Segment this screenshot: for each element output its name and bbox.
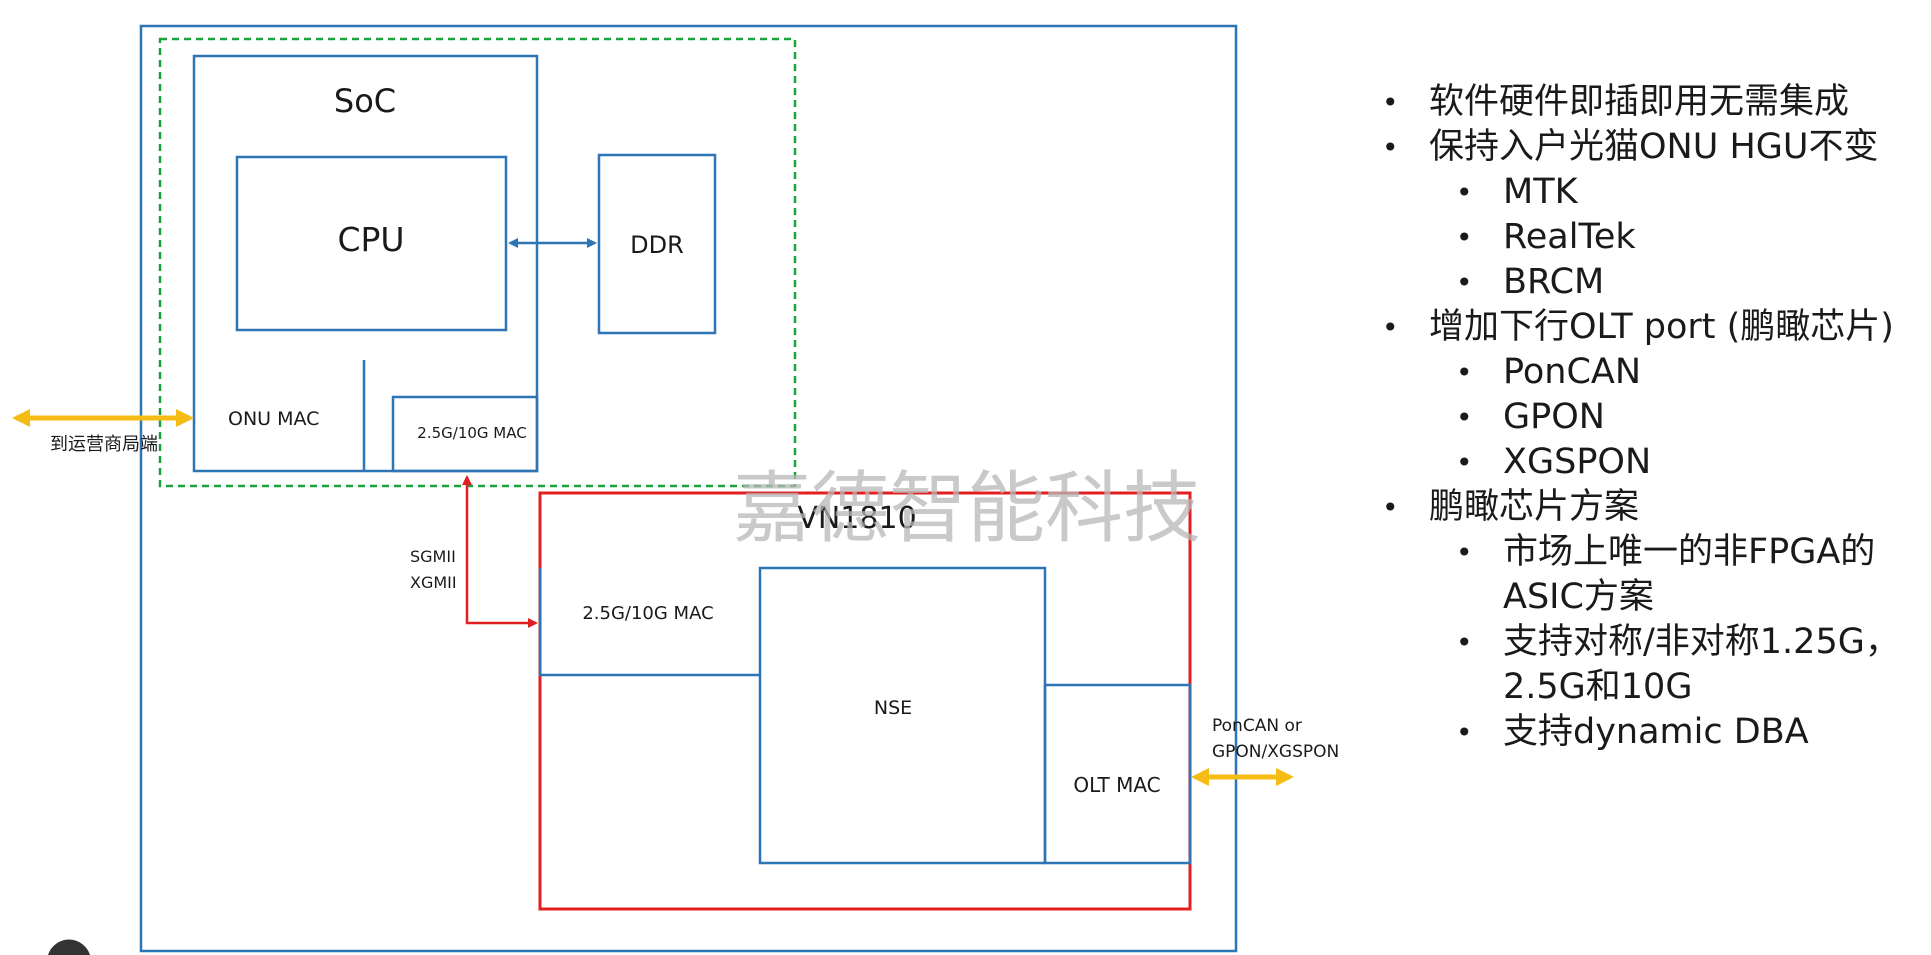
ddr-box (597, 153, 717, 335)
olt-mac-label: OLT MAC (1073, 773, 1160, 797)
bullet-subitem: GPON (1380, 395, 1920, 440)
soc-mac-label: 2.5G/10G MAC (417, 424, 526, 442)
vn1810-title: VN1810 (797, 501, 916, 536)
bullet-subitem: 市场上唯一的非FPGA的ASIC方案 (1380, 530, 1920, 620)
sgmii-xgmii-arrow (462, 475, 538, 628)
bullet-item: 增加下行OLT port (鹏瞰芯片) (1380, 305, 1920, 350)
soc-dashed-boundary (158, 37, 797, 488)
ddr-label: DDR (630, 231, 684, 259)
architecture-diagram: SoC CPU DDR ONU MAC 2.5G/10G MAC 到运营商局端 … (12, 24, 1339, 955)
bullet-item: 鹏瞰芯片方案 (1380, 485, 1920, 530)
cpu-box (235, 155, 508, 332)
bullet-subitem: MTK (1380, 170, 1920, 215)
feature-bullet-list: 软件硬件即插即用无需集成 保持入户光猫ONU HGU不变 MTK RealTek… (1380, 80, 1920, 755)
chip-mac-region (538, 568, 760, 677)
bullet-item: 保持入户光猫ONU HGU不变 (1380, 125, 1920, 170)
left-arrow-label: 到运营商局端 (50, 434, 158, 455)
bullet-subitem: 支持对称/非对称1.25G，2.5G和10G (1380, 620, 1920, 710)
logo-fragment-icon (48, 939, 90, 955)
sgmii-label: SGMII (410, 547, 456, 566)
watermark: 嘉德智能科技 (733, 464, 1201, 554)
xgmii-label: XGMII (410, 573, 457, 592)
bullet-subitem: RealTek (1380, 215, 1920, 260)
olt-mac-box (1043, 683, 1192, 865)
outer-frame (139, 24, 1238, 953)
soc-title: SoC (334, 82, 396, 120)
right-arrow-label-2: GPON/XGSPON (1212, 742, 1339, 762)
bullet-subitem: 支持dynamic DBA (1380, 710, 1920, 755)
vn1810-chip-box (538, 491, 1192, 911)
onu-mac-label: ONU MAC (228, 408, 319, 430)
bullet-subitem: XGSPON (1380, 440, 1920, 485)
cpu-label: CPU (337, 220, 404, 259)
right-arrow-label-1: PonCAN or (1212, 716, 1302, 736)
bullet-subitem: PonCAN (1380, 350, 1920, 395)
nse-label: NSE (874, 697, 912, 719)
chip-mac-label: 2.5G/10G MAC (582, 603, 713, 624)
bullet-item: 软件硬件即插即用无需集成 (1380, 80, 1920, 125)
soc-mac-box (391, 395, 539, 473)
bullet-subitem: BRCM (1380, 260, 1920, 305)
soc-box (192, 54, 539, 473)
